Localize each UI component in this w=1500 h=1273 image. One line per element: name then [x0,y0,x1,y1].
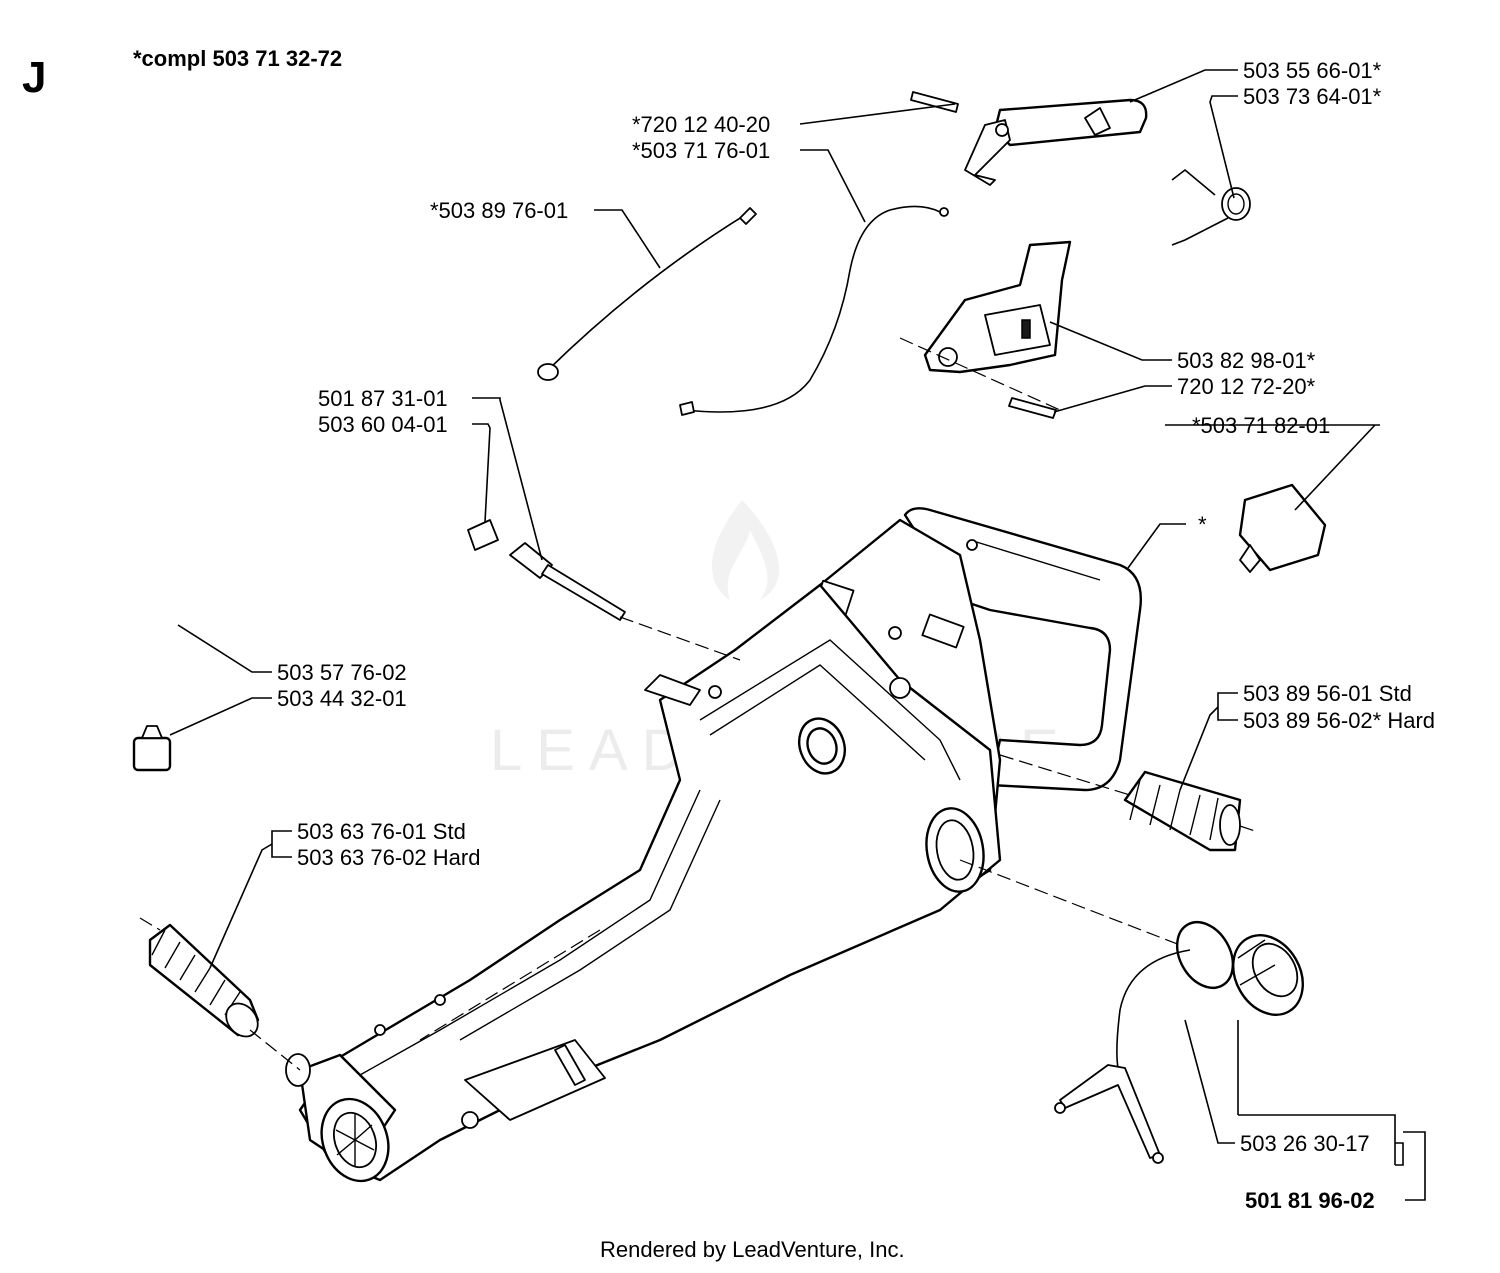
crankcase-housing [285,507,1142,1183]
label-720-12-40-20: *720 12 40-20 [632,112,770,137]
label-503-60-04-01: 503 60 04-01 [318,412,448,437]
grommet [467,519,499,551]
av-spring-rear [1123,770,1242,852]
section-letter: J [22,53,46,102]
label-503-57-76-02: 503 57 76-02 [277,660,407,685]
fuel-cap [1175,921,1304,1016]
label-asterisk: * [1198,512,1207,537]
mount-spokes [335,1114,375,1166]
label-503-89-56-01: 503 89 56-01 Std [1243,681,1412,706]
ground-cable [537,207,757,381]
label-503-71-82-01: *503 71 82-01 [1192,413,1330,438]
fuel-hose [130,428,174,692]
roll-pin-top [910,91,959,113]
label-503-89-56-02: 503 89 56-02* Hard [1243,708,1435,733]
cap-retainer [1054,949,1191,1164]
kit-note: *compl 503 71 32-72 [133,46,342,71]
stop-cable [679,205,949,416]
fuel-filter [132,725,172,772]
callout-leaders [169,69,1426,1201]
label-503-55-66-01: 503 55 66-01* [1243,58,1382,83]
label-501-81-96-02: 501 81 96-02 [1245,1188,1375,1213]
label-501-87-31-01: 501 87 31-01 [318,386,448,411]
stop-switch [1238,483,1327,573]
label-503-26-30-17: 503 26 30-17 [1240,1131,1370,1156]
label-503-89-76-01: *503 89 76-01 [430,198,568,223]
throttle-trigger [964,98,1148,186]
label-503-73-64-01: 503 73 64-01* [1243,84,1382,109]
label-503-63-76-01: 503 63 76-01 Std [297,819,466,844]
roll-pin-lower [1008,397,1057,419]
label-503-63-76-02: 503 63 76-02 Hard [297,845,480,870]
footer-credit: Rendered by LeadVenture, Inc. [600,1237,905,1262]
plug-tube [509,542,626,621]
throttle-lockout [923,240,1072,374]
watermark-logo [712,500,780,600]
av-spring-front [148,923,260,1038]
label-503-82-98-01: 503 82 98-01* [1177,348,1316,373]
trigger-spring [1171,168,1251,246]
label-503-44-32-01: 503 44 32-01 [277,686,407,711]
label-503-71-76-01: *503 71 76-01 [632,138,770,163]
label-720-12-72-20: 720 12 72-20* [1177,374,1316,399]
